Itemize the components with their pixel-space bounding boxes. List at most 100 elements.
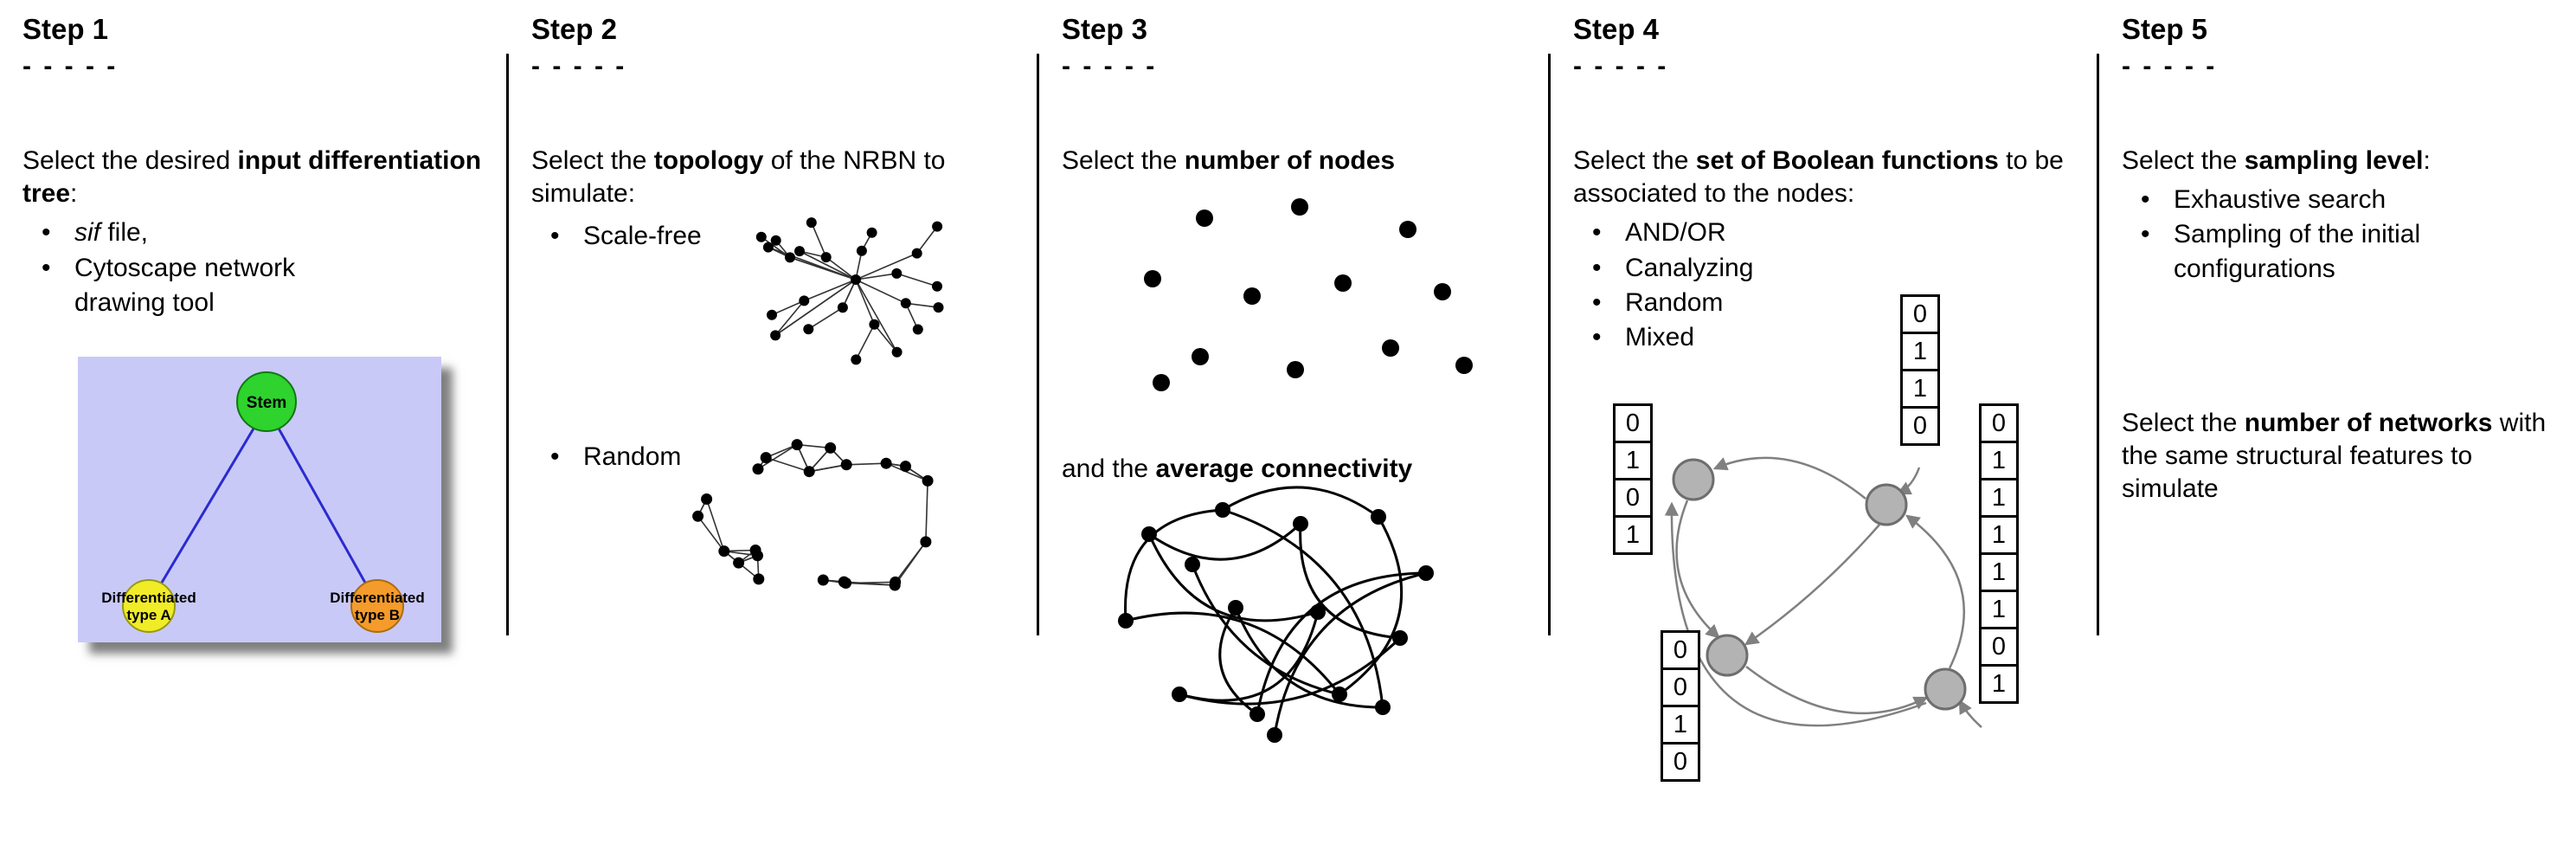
random-network-image: [692, 439, 934, 591]
stem-node-label: Stem: [247, 394, 286, 412]
stem-node: [236, 371, 297, 432]
step-3-dashes: - - - - -: [1062, 51, 1158, 81]
boolean-cell: 0: [1661, 630, 1700, 671]
bullet-item: AND/OR: [1573, 216, 2079, 250]
network-node: [1865, 483, 1908, 526]
step-1-dashes: - - - - -: [22, 51, 119, 81]
boolean-cell: 0: [1900, 406, 1940, 447]
network-node: [1672, 458, 1715, 501]
text-segment-bold: input differentiation tree: [22, 145, 482, 208]
step-5-instruction: Select the sampling level:: [2122, 145, 2559, 177]
text-segment-bold: number of networks: [2244, 408, 2493, 437]
text-segment-bold: topology: [653, 145, 764, 175]
boolean-cell: 1: [1979, 552, 2019, 593]
boolean-cell: 0: [1613, 478, 1653, 519]
boolean-cell: 1: [1900, 369, 1940, 409]
type-a-label-line1: Differentiated: [101, 590, 196, 606]
type-b-label-line2: type B: [355, 607, 400, 623]
step-5-title: Step 5: [2122, 13, 2208, 45]
bullet-item: Canalyzing: [1573, 251, 2079, 286]
bullet-text-italic: sif: [74, 218, 100, 248]
type-b-label-line1: Differentiated: [330, 590, 425, 606]
text-segment: Select the: [2122, 145, 2245, 175]
boolean-cell: 1: [1979, 515, 2019, 556]
bullet-item: Scale-free: [531, 219, 1019, 254]
step-3-title: Step 3: [1062, 13, 1148, 45]
bullet-text: file,: [100, 218, 149, 248]
random-option-row: Random: [531, 439, 1019, 648]
text-segment: :: [70, 178, 78, 208]
text-segment: Select the: [1062, 145, 1185, 175]
connectivity-graph-image: [1118, 486, 1434, 744]
step-4-panel: Step 4 - - - - - Select the set of Boole…: [1551, 0, 2097, 807]
bullet-item: Random: [531, 440, 1019, 474]
text-segment: with the same structural features to sim…: [2122, 408, 2547, 504]
bullet-item: Cytoscape network drawing tool: [22, 251, 369, 320]
boolean-cell: 1: [1979, 441, 2019, 481]
boolean-cell: 1: [1661, 705, 1700, 745]
bullet-text: Random: [583, 442, 682, 472]
step-3-instruction: Select the number of nodes: [1062, 145, 1531, 177]
differentiation-tree-image: Stem Differentiated type A Differentiate…: [78, 356, 441, 642]
text-segment: of the NRBN to simulate:: [531, 145, 946, 208]
step-4-dashes: - - - - -: [1573, 51, 1669, 81]
bullet-text: Scale-free: [583, 222, 702, 251]
bullet-text: Mixed: [1625, 322, 1695, 351]
text-segment: Select the: [531, 145, 654, 175]
step-1-panel: Step 1 - - - - - Select the desired inpu…: [0, 0, 506, 642]
step-3-panel: Step 3 - - - - - Select the number of no…: [1039, 0, 1548, 751]
text-segment-bold: set of Boolean functions: [1695, 145, 1999, 175]
boolean-cell: 0: [1661, 742, 1700, 783]
text-segment: :: [2423, 145, 2431, 175]
boolean-network-image: [1664, 456, 1982, 729]
type-b-node: [350, 578, 404, 633]
text-segment-bold: sampling level: [2244, 145, 2424, 175]
step-3-instruction-2: and the average connectivity: [1062, 453, 1531, 486]
step-2-title: Step 2: [531, 13, 618, 45]
column-divider: [506, 54, 509, 635]
text-segment: Select the: [2122, 408, 2245, 437]
boolean-cell: 1: [1613, 515, 1653, 556]
text-segment-bold: number of nodes: [1184, 145, 1396, 175]
step-2-dashes: - - - - -: [531, 51, 627, 81]
network-node: [1924, 667, 1967, 711]
type-a-node: [122, 578, 176, 633]
bullet-text: Canalyzing: [1625, 253, 1754, 282]
network-node: [1706, 634, 1749, 677]
bullet-text: Cytoscape network drawing tool: [74, 253, 296, 317]
scattered-nodes-image: [1144, 197, 1473, 391]
boolean-cell: 1: [1979, 590, 2019, 630]
column-divider: [2097, 54, 2099, 635]
text-segment-bold: average connectivity: [1155, 454, 1413, 483]
step-4-bullet-list: AND/OR Canalyzing Random Mixed: [1573, 216, 2079, 355]
bullet-text: Exhaustive search: [2174, 184, 2386, 214]
boolean-cell: 0: [1900, 294, 1940, 335]
boolean-cell: 1: [1979, 478, 2019, 519]
step-2-panel: Step 2 - - - - - Select the topology of …: [509, 0, 1037, 648]
boolean-cell: 0: [1979, 403, 2019, 444]
bullet-item: Mixed: [1573, 320, 2079, 355]
bullet-item: Random: [1573, 286, 2079, 320]
boolean-cell: 0: [1661, 667, 1700, 708]
bullet-item: sif file,: [22, 216, 369, 250]
step-1-title: Step 1: [22, 13, 109, 45]
step-5-bullet-list: Exhaustive search Sampling of the initia…: [2122, 183, 2559, 287]
step-5-panel: Step 5 - - - - - Select the sampling lev…: [2099, 0, 2576, 512]
text-segment: and the: [1062, 454, 1156, 483]
boolean-cell: 0: [1979, 627, 2019, 667]
step-5-instruction-2: Select the number of networks with the s…: [2122, 407, 2559, 506]
boolean-cell: 0: [1613, 403, 1653, 444]
column-divider: [1548, 54, 1551, 635]
scale-free-option-row: Scale-free: [531, 217, 1019, 440]
step-2-instruction: Select the topology of the NRBN to simul…: [531, 145, 1019, 211]
type-a-label-line2: type A: [126, 607, 170, 623]
step-1-instruction: Select the desired input differentiation…: [22, 145, 489, 211]
scale-free-network-image: [755, 217, 944, 365]
bullet-item: Exhaustive search: [2122, 183, 2559, 217]
bullet-text: Random: [1625, 287, 1724, 317]
